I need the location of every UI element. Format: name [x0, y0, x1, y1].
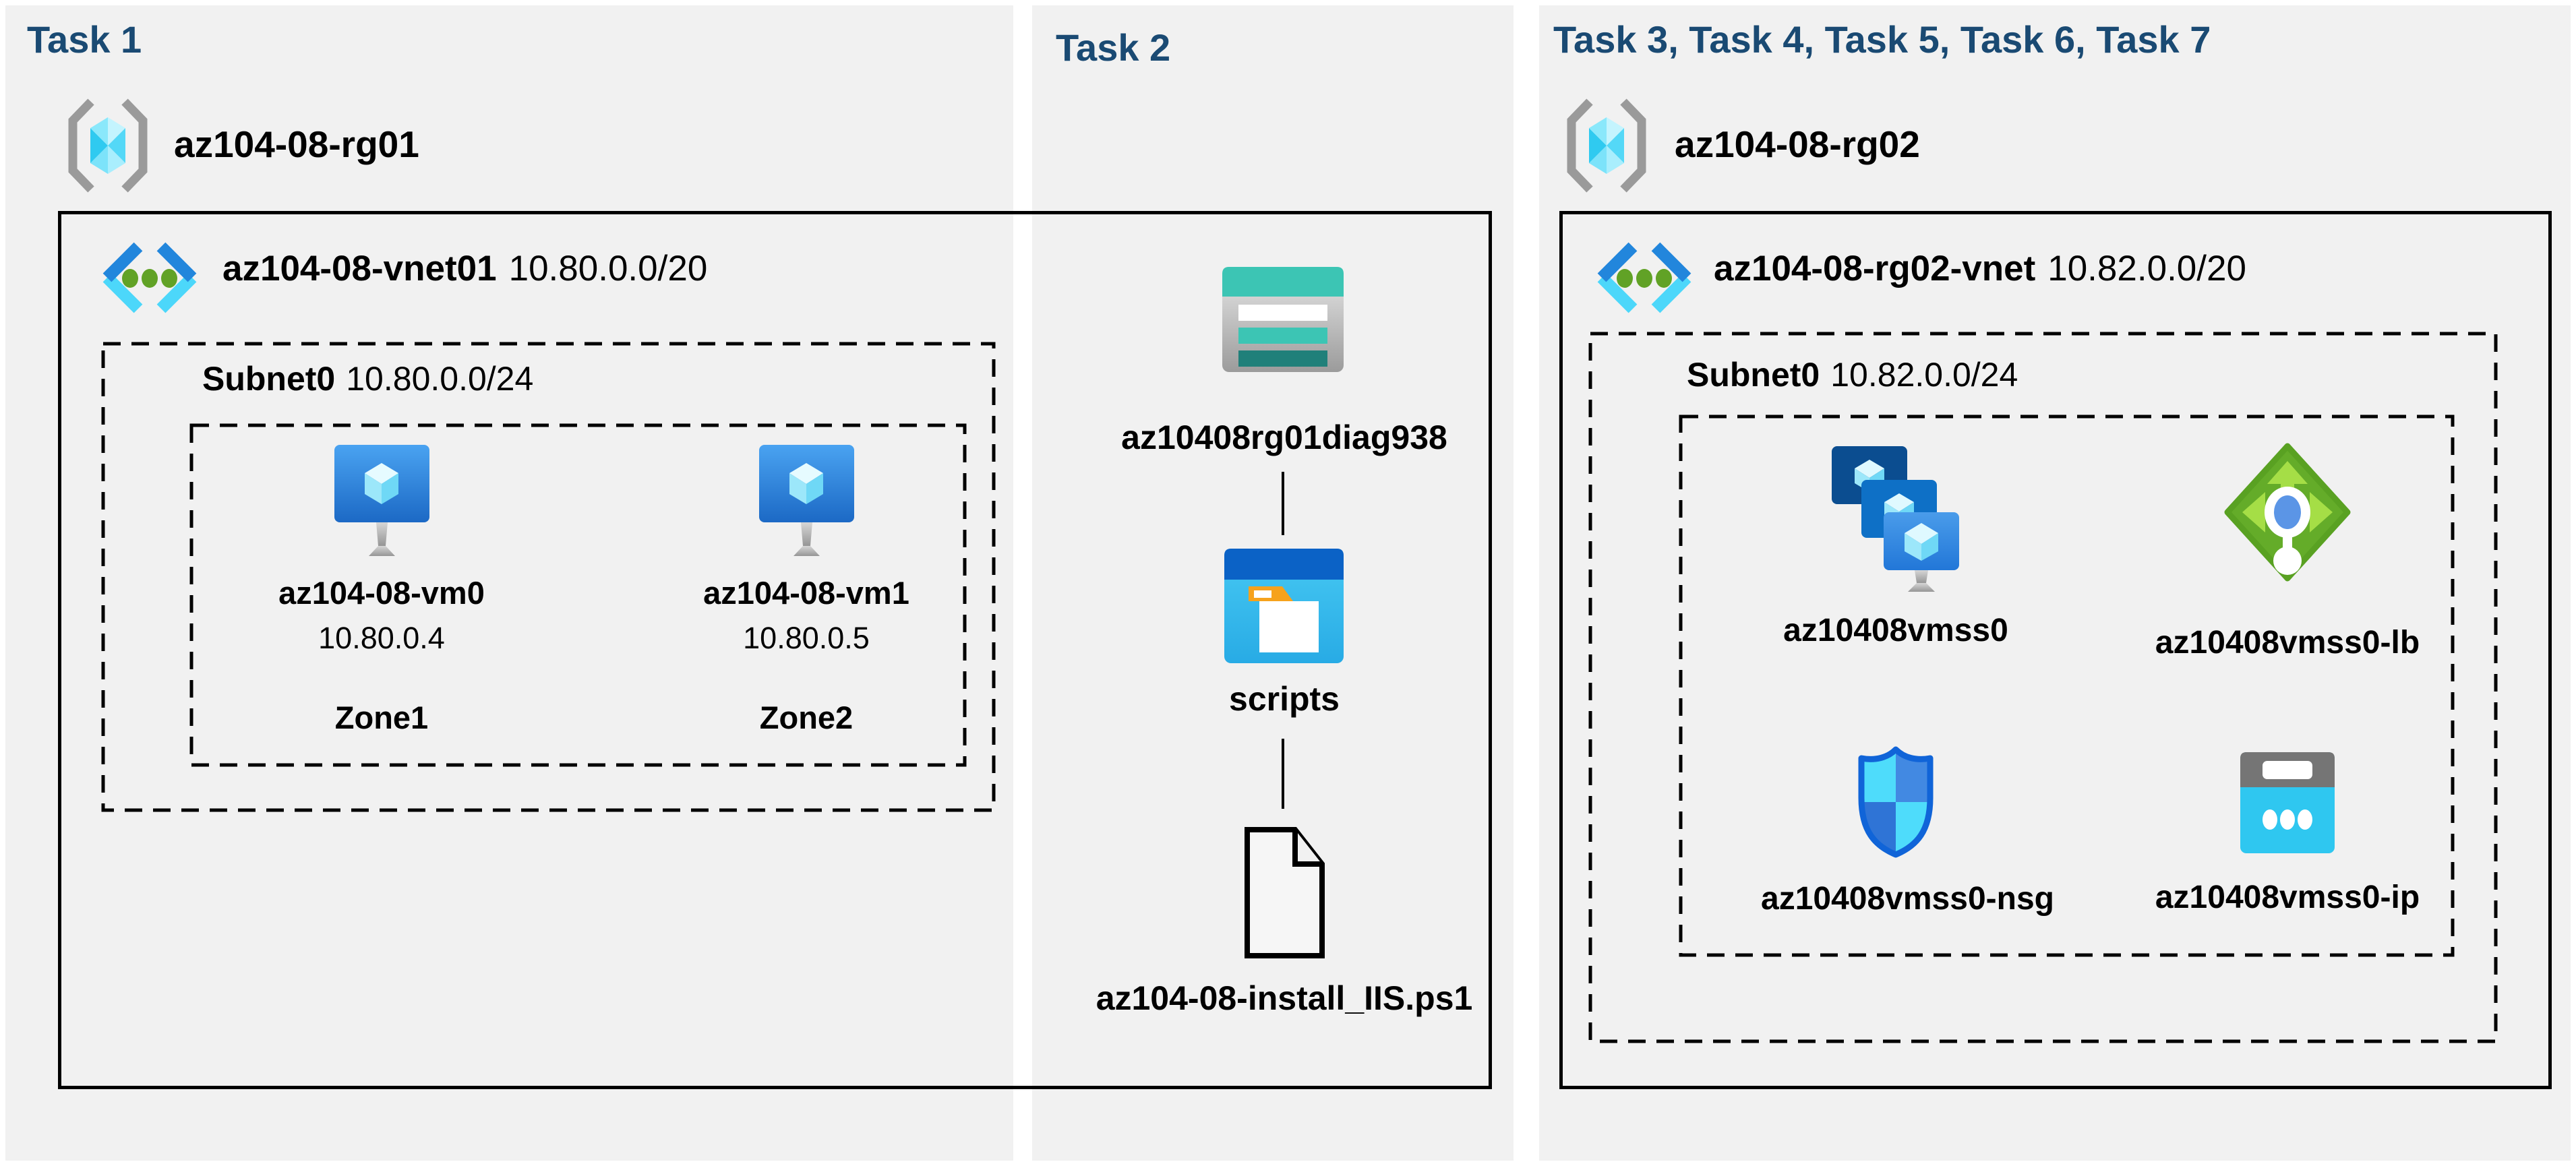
vnet-cidr: 10.80.0.0/20	[508, 249, 708, 288]
task3-vnet-box	[1559, 211, 2552, 1089]
task3-panel	[1539, 5, 2571, 1161]
resource-group-icon	[1567, 98, 1646, 193]
script-file-icon	[1245, 827, 1325, 958]
virtual-machine-icon	[758, 445, 854, 556]
resource-item: az10408vmss0-ip	[2153, 752, 2422, 916]
script-file-name: az104-08-install_IIS.ps1	[1096, 979, 1473, 1017]
subnet-dashed-box	[101, 342, 996, 812]
vm-name: az104-08-vm0	[278, 575, 485, 611]
vm-item: az104-08-vm1 10.80.0.5 Zone2	[692, 445, 921, 736]
vnet-label: az104-08-rg02-vnet 10.82.0.0/20	[1714, 248, 2246, 289]
resource-name: az10408vmss0	[1783, 613, 2008, 648]
subnet-dashed-box	[1588, 332, 2498, 1043]
vm-ip: 10.80.0.4	[318, 621, 445, 655]
vm-ip: 10.80.0.5	[743, 621, 870, 655]
task1-vnet-box	[58, 211, 1492, 1089]
vnet-label: az104-08-vnet01 10.80.0.0/20	[222, 248, 707, 289]
resource-group-icon	[68, 98, 148, 193]
task1-title: Task 1	[27, 18, 142, 61]
resource-group-name: az104-08-rg01	[174, 123, 419, 165]
vm-item: az104-08-vm0 10.80.0.4 Zone1	[267, 445, 496, 736]
public-ip-icon	[2240, 752, 2335, 853]
subnet-label: Subnet0 10.80.0.0/24	[202, 359, 533, 398]
vm-scale-set-icon	[1832, 446, 1959, 592]
task2-title: Task 2	[1056, 26, 1171, 69]
connector-line	[1282, 472, 1284, 535]
resource-name: az10408vmss0-ip	[2155, 880, 2420, 915]
subnet-cidr: 10.82.0.0/24	[1830, 356, 2018, 394]
vm-name: az104-08-vm1	[703, 575, 909, 611]
folder-name: scripts	[1229, 680, 1340, 718]
network-security-group-icon	[1858, 746, 1934, 858]
resource-item: az10408vmss0-nsg	[1761, 741, 2054, 917]
resource-name: az10408vmss0-lb	[2155, 625, 2420, 661]
vm-group-dashed-box	[189, 423, 967, 767]
subnet-cidr: 10.80.0.0/24	[346, 360, 534, 398]
storage-account-name: az10408rg01diag938	[1121, 419, 1447, 456]
vnet-cidr: 10.82.0.0/20	[2047, 249, 2246, 288]
load-balancer-icon	[2224, 443, 2351, 582]
storage-account-icon	[1222, 267, 1344, 372]
resource-group-name: az104-08-rg02	[1675, 123, 1920, 165]
resource-item: az10408vmss0-lb	[2153, 442, 2422, 661]
scripts-folder-icon	[1224, 549, 1344, 663]
subnet-name: Subnet0	[202, 360, 336, 398]
task1-panel	[5, 5, 1013, 1161]
task3-title: Task 3, Task 4, Task 5, Task 6, Task 7	[1553, 18, 2211, 61]
resource-name: az10408vmss0-nsg	[1761, 881, 2054, 917]
vnet-name: az104-08-vnet01	[222, 249, 497, 288]
vm-zone: Zone1	[334, 700, 429, 735]
vnet-name: az104-08-rg02-vnet	[1714, 249, 2036, 288]
virtual-network-icon	[102, 242, 197, 313]
virtual-network-icon	[1597, 242, 1691, 313]
connector-line	[1282, 739, 1284, 809]
virtual-machine-icon	[334, 445, 429, 556]
subnet-name: Subnet0	[1687, 356, 1820, 394]
resource-item: az10408vmss0	[1761, 446, 2031, 649]
resource-group-dashed-box	[1679, 415, 2455, 957]
subnet-label: Subnet0 10.82.0.0/24	[1687, 355, 2018, 394]
vm-zone: Zone2	[759, 700, 853, 735]
